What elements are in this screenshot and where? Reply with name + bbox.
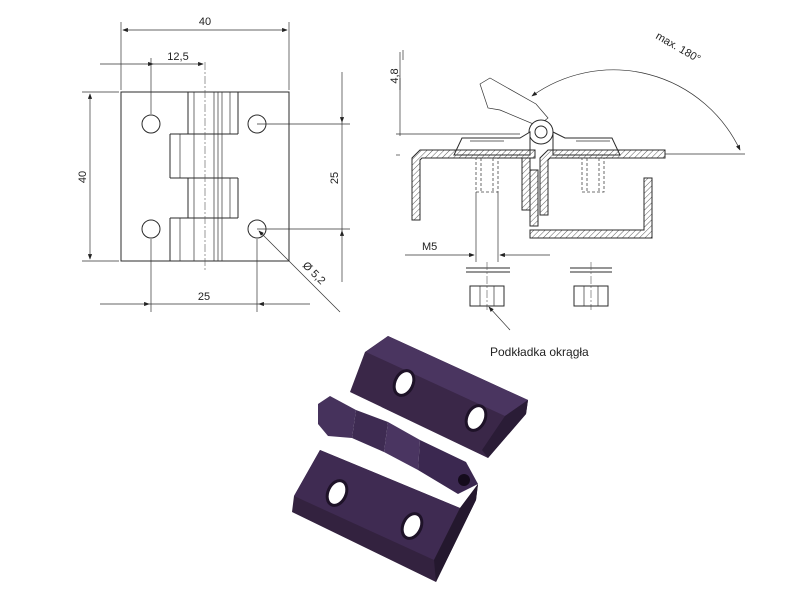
mount-hole-top-left	[141, 114, 161, 134]
side-view: 4,8	[389, 30, 745, 359]
hole-vertical-dim-text: 25	[329, 172, 341, 184]
render-hole-3	[325, 479, 349, 507]
dimension-height: 40	[77, 91, 119, 262]
washer-nut-right	[570, 262, 612, 310]
knuckle-upper-1	[318, 396, 356, 438]
mount-hole-bottom-left	[141, 219, 161, 239]
dimension-thickness: 4,8	[389, 50, 520, 156]
washer-callout-text: Podkładka okrągła	[490, 345, 589, 359]
render-hole-2	[464, 404, 488, 432]
dimension-width: 40	[120, 16, 290, 90]
dimension-hole-diameter: Ø 5,2	[258, 230, 341, 313]
lower-leaf-side	[434, 484, 478, 582]
rotation-indicator: max. 180°	[531, 30, 745, 155]
dimension-hole-vertical-spacing: 25	[257, 72, 350, 282]
right-channel-section	[529, 177, 653, 239]
height-dim-text: 40	[77, 171, 89, 183]
hinge-leaf-open-position	[479, 77, 549, 127]
upper-leaf-body	[350, 336, 528, 458]
front-view: 40 12,5 40 25	[77, 16, 350, 313]
hole-horizontal-dim-text: 25	[198, 291, 210, 303]
left-profile-section	[411, 149, 536, 221]
hinge-barrel	[528, 119, 554, 145]
upper-leaf-top	[366, 336, 528, 416]
width-dim-text: 40	[199, 16, 211, 28]
render-pin-hole	[458, 474, 470, 486]
dimension-hole-offset: 12,5	[100, 51, 204, 114]
hole-diameter-dim-text: Ø 5,2	[300, 260, 328, 288]
render-hole-1	[392, 369, 416, 397]
right-profile-flange	[539, 149, 666, 216]
knuckle-upper-3	[384, 422, 420, 470]
dimension-hole-horizontal-spacing: 25	[100, 239, 310, 312]
bolt-left	[470, 140, 504, 193]
rotation-label: max. 180°	[654, 30, 703, 65]
upper-leaf-side	[482, 400, 528, 458]
render-hole-4	[400, 512, 424, 540]
washer-callout: Podkładka okrągła	[488, 306, 589, 359]
dimension-thread: M5	[405, 192, 550, 262]
hinge-3d-render	[292, 336, 528, 582]
left-profile-web	[521, 157, 531, 211]
knuckle-upper-2	[352, 410, 388, 452]
hole-offset-dim-text: 12,5	[167, 51, 188, 63]
channel-inner-wall	[529, 169, 539, 227]
knuckle-lines	[169, 92, 239, 261]
thread-dim-text: M5	[422, 241, 437, 253]
thickness-dim-text: 4,8	[389, 68, 401, 83]
washer-nut-left	[466, 262, 510, 310]
